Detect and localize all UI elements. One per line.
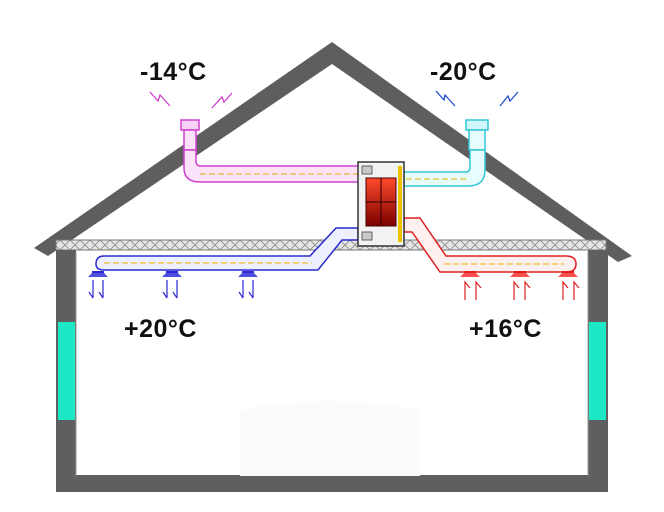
house-walls: [56, 250, 608, 492]
exhaust-temperature: -20°C: [430, 58, 497, 86]
supply-down-arrows-icon: [88, 280, 254, 299]
exhaust-arrows-icon: [149, 91, 233, 109]
supply-air-temperature: +20°C: [124, 315, 197, 343]
extract-up-arrows-icon: [464, 280, 580, 300]
roof: [34, 42, 632, 262]
extract-grilles: [460, 271, 578, 277]
heat-recovery-unit: [357, 161, 405, 247]
window-left: [58, 322, 75, 420]
extract-air-temperature: +16°C: [469, 315, 542, 343]
outdoor-intake-temperature: -14°C: [140, 58, 207, 86]
window-right: [589, 322, 606, 420]
supply-diffusers: [88, 271, 258, 277]
intake-arrows-icon: [435, 90, 519, 107]
floor-shadow: [240, 401, 420, 476]
